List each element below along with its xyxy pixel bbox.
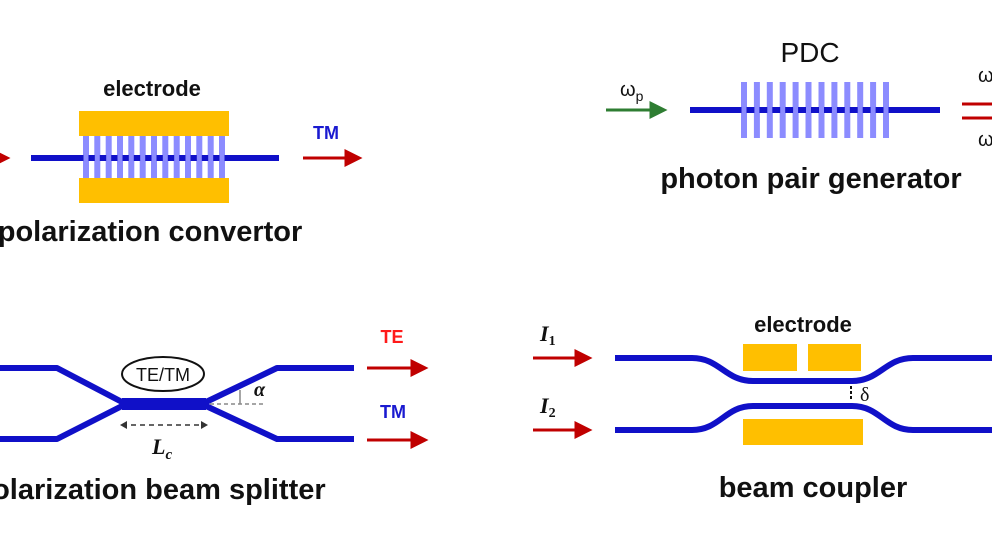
grating-tooth-overlap	[162, 155, 168, 161]
grating-tooth-overlap	[185, 155, 191, 161]
electrode-bottom	[743, 419, 863, 445]
panel-photon-pair-generator: PDC ωp ω ω photon pair generator	[606, 37, 992, 195]
grating-tooth-overlap	[767, 107, 773, 113]
electrode-top	[79, 111, 229, 136]
grating-overlay	[741, 107, 889, 113]
grating-tooth-overlap	[174, 155, 180, 161]
input-label-2-sub: 2	[549, 406, 556, 421]
panel-title: beam coupler	[719, 472, 908, 504]
waveguide-bottom	[0, 403, 354, 442]
grating-tooth-overlap	[819, 107, 824, 113]
grating-tooth-overlap	[83, 155, 89, 161]
gap-label: δ	[860, 384, 869, 406]
length-label-base: L	[151, 434, 165, 459]
electrode-label: electrode	[103, 76, 201, 101]
electrode-top-left	[743, 344, 797, 371]
electrode-top-right	[808, 344, 861, 371]
grating-overlay	[83, 155, 225, 161]
waveguide-bottom	[615, 403, 992, 433]
input-label-1-sub: 1	[549, 334, 556, 349]
grating-tooth-overlap	[140, 155, 146, 161]
grating-tooth-overlap	[208, 155, 214, 161]
grating-tooth-overlap	[94, 155, 100, 161]
grating-tooth-overlap	[883, 107, 889, 113]
grating-tooth-overlap	[151, 155, 157, 161]
grating-tooth-overlap	[106, 155, 112, 161]
output-label-tm: TM	[313, 123, 339, 143]
electrode-label: electrode	[754, 312, 852, 337]
grating-tooth-overlap	[806, 107, 811, 113]
panel-title: polarization beam splitter	[0, 474, 326, 506]
panel-beam-coupler: I1 I2 electrode δ beam coupler	[533, 312, 992, 504]
grating-tooth-overlap	[741, 107, 747, 113]
pump-omega: ω	[620, 79, 636, 101]
grating-tooth-overlap	[196, 155, 202, 161]
idler-label: ω	[978, 129, 992, 151]
grating-tooth-overlap	[870, 107, 876, 113]
output-label-te: TE	[380, 327, 403, 347]
electrode-bottom	[79, 178, 229, 203]
grating-tooth-overlap	[793, 107, 799, 113]
waveguide-top	[615, 355, 992, 384]
length-arrowhead-left	[120, 421, 127, 429]
grating-tooth-overlap	[844, 107, 850, 113]
grating-tooth-overlap	[780, 107, 786, 113]
pump-label: ωp	[620, 79, 644, 104]
mode-label: TE/TM	[136, 365, 190, 385]
pump-subscript: p	[636, 88, 644, 104]
length-arrowhead-right	[201, 421, 208, 429]
output-label-tm: TM	[380, 402, 406, 422]
length-label: Lc	[151, 434, 172, 463]
length-label-sub: c	[165, 447, 172, 463]
pdc-label: PDC	[780, 37, 839, 68]
grating-tooth-overlap	[831, 107, 837, 113]
input-label-2: I2	[539, 393, 556, 421]
panel-polarization-convertor: electrode TM polarization convertor	[0, 76, 363, 248]
grating-tooth-overlap	[117, 155, 123, 161]
panel-polarization-beam-splitter: TE/TM α Lc TE TM polarization beam split…	[0, 327, 429, 506]
panel-title: photon pair generator	[660, 163, 961, 195]
grating-tooth-overlap	[754, 107, 760, 113]
grating-tooth-overlap	[219, 155, 225, 161]
input-label-2-base: I	[539, 393, 550, 418]
signal-label: ω	[978, 65, 992, 87]
input-label-1-base: I	[539, 321, 550, 346]
angle-label: α	[254, 379, 266, 401]
grating-tooth-overlap	[857, 107, 863, 113]
input-label-1: I1	[539, 321, 556, 349]
panel-title: polarization convertor	[0, 216, 302, 248]
mode-label-ellipse	[121, 356, 205, 392]
coupling-region	[122, 398, 206, 410]
grating-tooth-overlap	[128, 155, 134, 161]
